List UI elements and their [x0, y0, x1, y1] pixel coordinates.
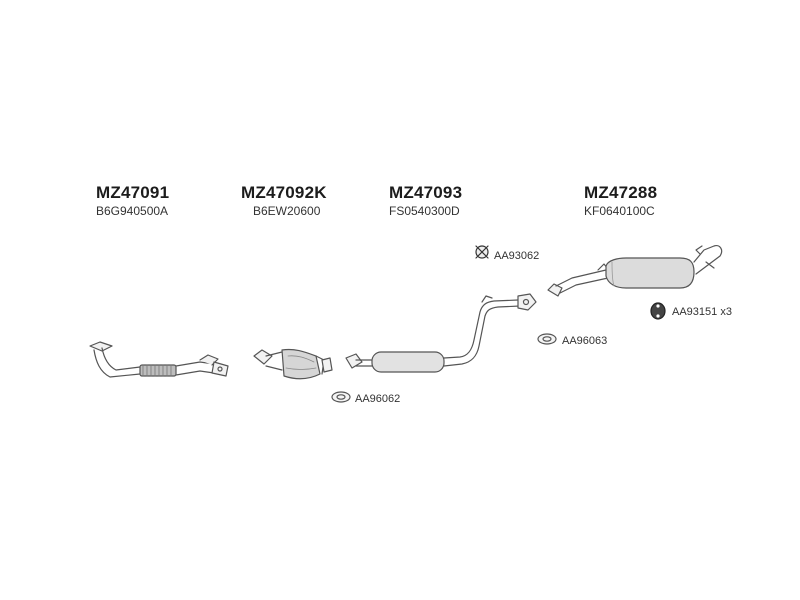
- rubber-mount-icon: [650, 302, 666, 320]
- front-pipe-drawing: [89, 341, 229, 378]
- accessory-label-aa93151: AA93151 x3: [672, 306, 732, 318]
- accessory-label-aa96063: AA96063: [562, 335, 608, 347]
- rear-muffler-drawing: [547, 245, 723, 297]
- part-mz47093: MZ47093 FS0540300D: [389, 183, 462, 218]
- oem-number: KF0640100C: [584, 204, 655, 218]
- catalytic-converter-drawing: [253, 348, 333, 380]
- gasket-icon: [331, 391, 351, 403]
- part-mz47092k: MZ47092K B6EW20600: [241, 183, 327, 218]
- part-code: MZ47091: [96, 183, 170, 202]
- part-code: MZ47092K: [241, 183, 327, 202]
- oem-number: B6EW20600: [253, 204, 321, 218]
- accessory-label-aa93062: AA93062: [494, 250, 540, 262]
- accessory-label-aa96062: AA96062: [355, 393, 401, 405]
- part-code: MZ47093: [389, 183, 463, 202]
- oem-number: FS0540300D: [389, 204, 460, 218]
- part-mz47288: MZ47288 KF0640100C: [584, 183, 657, 218]
- part-code: MZ47288: [584, 183, 658, 202]
- oem-number: B6G940500A: [96, 204, 169, 218]
- center-pipe-drawing: [345, 293, 537, 373]
- gasket-icon: [537, 333, 557, 345]
- part-mz47091: MZ47091 B6G940500A: [96, 183, 169, 218]
- rubber-hanger-icon: [475, 245, 489, 259]
